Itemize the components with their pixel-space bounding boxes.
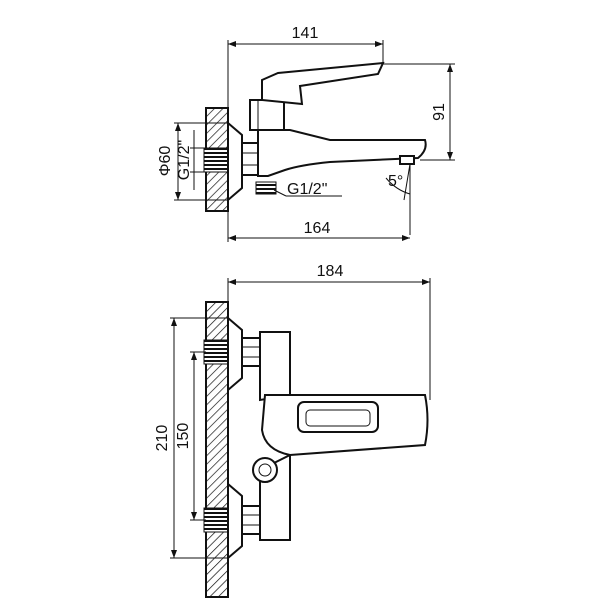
- bottom-outlet-thread: [255, 181, 277, 195]
- side-view: 141 91 Φ60 G1/2" G1/2" 5° 164: [157, 25, 455, 242]
- escutcheon: [227, 120, 243, 203]
- angle-label: 5°: [388, 173, 403, 190]
- lever-plate: [260, 394, 429, 457]
- dim-184-label: 184: [317, 263, 344, 280]
- upper-inlet-thread: [203, 339, 229, 365]
- lower-inlet-thread: [203, 507, 229, 533]
- dim-210-label: 210: [154, 425, 171, 452]
- dim-141-label: 141: [292, 25, 319, 42]
- lower-escutcheon: [227, 481, 243, 561]
- upper-escutcheon: [227, 315, 243, 393]
- cartridge-housing: [249, 99, 285, 131]
- lever-handle: [261, 61, 385, 106]
- outlet-thread-label: G1/2": [287, 181, 327, 198]
- inlet-thread-label: G1/2": [176, 140, 193, 180]
- front-view: 184 210 150: [154, 263, 431, 598]
- upper-nut: [241, 337, 261, 367]
- upper-body-arm: [259, 331, 291, 402]
- lower-nut: [241, 505, 261, 535]
- aerator: [399, 155, 415, 165]
- dim-150-label: 150: [175, 423, 192, 450]
- dim-91-label: 91: [431, 103, 448, 121]
- inlet-thread: [203, 147, 229, 173]
- lever-cutout: [297, 401, 379, 433]
- dim-phi60-label: Φ60: [157, 146, 174, 177]
- spout-body: [257, 129, 427, 177]
- dim-164-label: 164: [304, 220, 331, 237]
- diverter-knob: [252, 457, 278, 483]
